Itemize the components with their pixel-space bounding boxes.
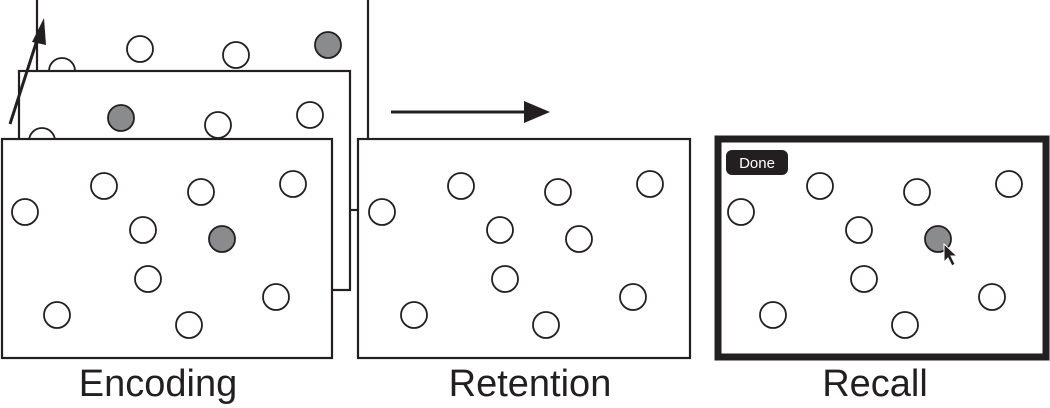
recall-dot — [806, 172, 834, 200]
recall-dot — [978, 283, 1006, 311]
recall-dot — [850, 265, 878, 293]
retention-caption: Retention — [449, 363, 612, 405]
encoding-dot — [279, 170, 307, 198]
encoding-caption: Encoding — [79, 363, 237, 405]
retention-dot — [532, 311, 560, 339]
recall-dot — [891, 311, 919, 339]
recall-caption: Recall — [822, 363, 928, 405]
encoding-dot — [43, 301, 71, 329]
cursor-icon — [943, 242, 959, 267]
encoding-frame-front — [0, 137, 334, 360]
encoding-back-dot — [222, 41, 250, 69]
stack-arrow-icon — [8, 18, 46, 125]
encoding-dot — [129, 216, 157, 244]
encoding-target-dot — [208, 225, 236, 253]
retention-dot — [491, 265, 519, 293]
retention-frame — [356, 137, 692, 360]
encoding-back-target-dot — [314, 31, 342, 59]
recall-dot — [995, 170, 1023, 198]
encoding-dot — [187, 178, 215, 206]
recall-dot — [903, 178, 931, 206]
encoding-dot — [90, 172, 118, 200]
recall-frame: Done — [714, 135, 1050, 361]
encoding-back-dot — [126, 35, 154, 63]
retention-dot — [486, 216, 514, 244]
recall-dot — [727, 198, 755, 226]
recall-dot — [759, 301, 787, 329]
recall-dot — [845, 216, 873, 244]
retention-dot — [368, 198, 396, 226]
encoding-dot — [134, 265, 162, 293]
retention-dot — [619, 283, 647, 311]
encoding-dot — [175, 311, 203, 339]
retention-dot — [447, 172, 475, 200]
encoding-middle-target-dot — [107, 104, 135, 132]
encoding-dot — [262, 283, 290, 311]
retention-dot — [565, 225, 593, 253]
encoding-middle-dot — [296, 101, 324, 129]
done-button[interactable]: Done — [726, 150, 788, 175]
next-arrow-icon — [391, 101, 550, 123]
done-button-label: Done — [739, 155, 775, 172]
retention-dot — [400, 301, 428, 329]
encoding-middle-dot — [204, 111, 232, 139]
retention-dot — [636, 170, 664, 198]
retention-dot — [544, 178, 572, 206]
encoding-dot — [11, 198, 39, 226]
